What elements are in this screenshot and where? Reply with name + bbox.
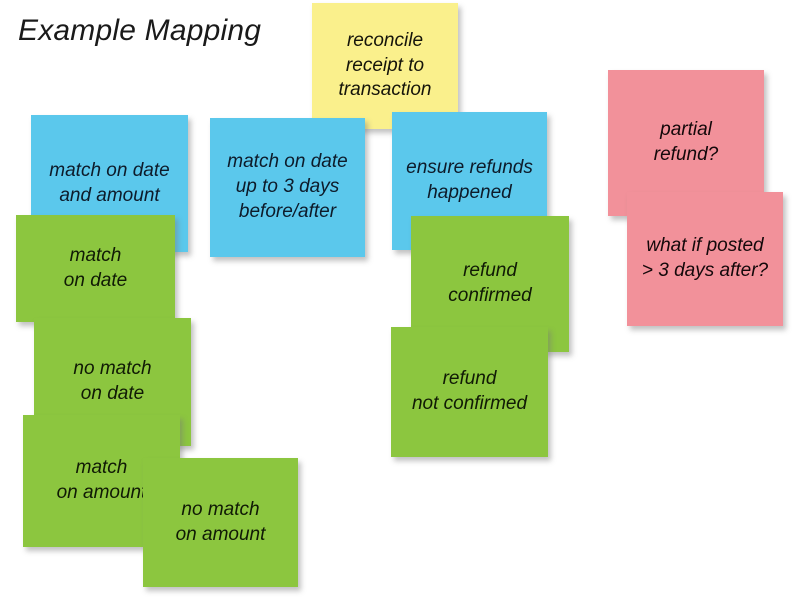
sticky-note-example-refund-not-confirmed[interactable]: refund not confirmed: [391, 327, 548, 457]
sticky-note-question-partial-refund[interactable]: partial refund?: [608, 70, 764, 216]
sticky-note-text: match on date: [63, 244, 128, 291]
sticky-note-rule-match-date-3-days[interactable]: match on date up to 3 days before/after: [210, 118, 365, 257]
sticky-note-text: no match on amount: [175, 498, 266, 545]
sticky-note-text: no match on date: [73, 358, 152, 404]
sticky-note-example-match-on-date[interactable]: match on date: [16, 215, 175, 322]
sticky-note-text: partial refund?: [653, 119, 719, 165]
sticky-note-question-posted-after-3-days[interactable]: what if posted > 3 days after?: [627, 192, 783, 326]
page-title: Example Mapping: [18, 14, 262, 47]
sticky-note-story-reconcile[interactable]: reconcile receipt to transaction: [312, 3, 458, 129]
sticky-note-text: what if posted > 3 days after?: [641, 235, 769, 281]
sticky-note-text: match on date and amount: [49, 159, 170, 206]
sticky-note-text: match on date up to 3 days before/after: [227, 151, 348, 222]
sticky-note-example-no-match-on-amount[interactable]: no match on amount: [143, 458, 298, 587]
sticky-note-text: refund confirmed: [448, 260, 532, 306]
sticky-note-text: refund not confirmed: [411, 368, 528, 414]
sticky-note-text: ensure refunds happened: [406, 157, 533, 203]
sticky-note-text: match on amount: [56, 457, 147, 503]
sticky-note-text: reconcile receipt to transaction: [338, 29, 432, 101]
